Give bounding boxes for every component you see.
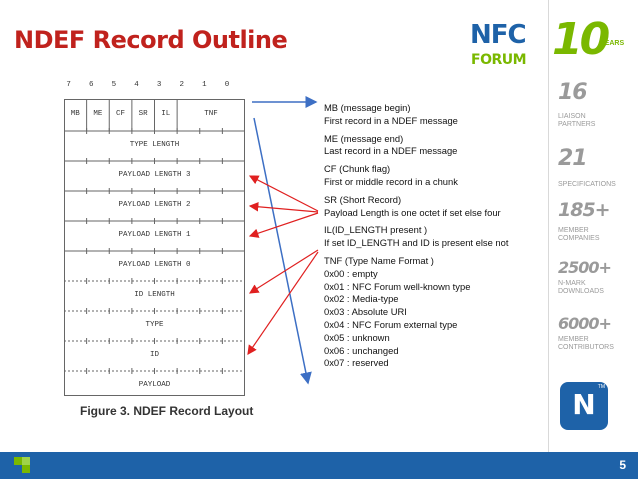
- record-field-label: PAYLOAD: [138, 381, 171, 389]
- note-me-desc: Last record in a NDEF message: [324, 145, 458, 157]
- bit-number: 0: [224, 81, 230, 89]
- note-sr-desc: Payload Length is one octet if set else …: [324, 206, 501, 218]
- record-field-label: TYPE: [145, 321, 164, 329]
- flag-field-label: SR: [138, 110, 148, 118]
- note-il-desc: If set ID_LENGTH and ID is present else …: [324, 237, 509, 249]
- nfc-forum-logo: NFC FORUM: [470, 20, 542, 70]
- flag-field-label: ME: [93, 110, 103, 118]
- stat-label: SPECIFICATIONS: [558, 181, 616, 188]
- note-sr: SR (Short Record) Payload Length is one …: [324, 194, 549, 220]
- stat-label: N-MARK DOWNLOADS: [558, 280, 604, 295]
- arrow-il-id: [247, 251, 319, 355]
- note-il: IL(ID_LENGTH present ) If set ID_LENGTH …: [324, 224, 549, 250]
- slide-title: NDEF Record Outline: [14, 26, 288, 54]
- logo-nfc-text: NFC: [470, 20, 527, 50]
- note-tnf-title: TNF (Type Name Format ): [324, 254, 434, 266]
- n-mark-letter: N: [572, 388, 596, 421]
- arrow-sr-pl3: [248, 175, 319, 212]
- brand-panel: [548, 0, 638, 452]
- logo-forum-text: FORUM: [471, 52, 527, 68]
- footer-square-icon: [22, 457, 30, 465]
- stat-label: LIAISON PARTNERS: [558, 113, 596, 128]
- note-cf-title: CF (Chunk flag): [324, 163, 391, 175]
- flag-field-label: MB: [70, 110, 80, 118]
- flag-field-label: IL: [161, 110, 171, 118]
- arrow-sr-pl1: [248, 212, 319, 238]
- flag-field-label: CF: [116, 110, 126, 118]
- record-field-label: PAYLOAD LENGTH 3: [118, 171, 191, 179]
- stat-label: MEMBER COMPANIES: [558, 227, 600, 242]
- note-sr-title: SR (Short Record): [324, 193, 402, 205]
- record-field-label: TYPE LENGTH: [129, 141, 180, 149]
- note-mb-desc: First record in a NDEF message: [324, 114, 458, 126]
- arrow-sr-pl2: [248, 201, 319, 213]
- note-me: ME (message end) Last record in a NDEF m…: [324, 133, 549, 159]
- bit-number: 3: [156, 81, 162, 89]
- record-field-label: ID LENGTH: [134, 291, 175, 299]
- note-mb-title: MB (message begin): [324, 102, 411, 113]
- tnf-value: 0x00 : empty: [324, 267, 378, 279]
- tnf-value: 0x02 : Media-type: [324, 293, 399, 305]
- figure-caption: Figure 3. NDEF Record Layout: [80, 404, 254, 418]
- note-mb: MB (message begin) First record in a NDE…: [324, 102, 549, 128]
- stat-number: 16: [558, 80, 588, 105]
- field-notes: MB (message begin) First record in a NDE…: [324, 102, 549, 375]
- stat-label: MEMBER CONTRIBUTORS: [558, 336, 614, 351]
- anniversary-number: 10: [552, 14, 610, 65]
- page-number: 5: [619, 458, 626, 472]
- tnf-value: 0x03 : Absolute URI: [324, 306, 407, 318]
- bit-number: 6: [88, 81, 94, 89]
- tnf-value: 0x01 : NFC Forum well-known type: [324, 280, 471, 292]
- arrow-tnf: [253, 117, 312, 385]
- bit-number: 2: [179, 81, 184, 89]
- tnf-value: 0x05 : unknown: [324, 331, 390, 343]
- stat-number: 21: [558, 146, 588, 171]
- note-cf: CF (Chunk flag) First or middle record i…: [324, 163, 549, 189]
- record-field-label: PAYLOAD LENGTH 2: [118, 201, 191, 209]
- n-mark-icon: N TM: [560, 382, 608, 430]
- stat-number: 6000+: [558, 314, 612, 333]
- note-cf-desc: First or middle record in a chunk: [324, 175, 458, 187]
- trademark-label: TM: [597, 384, 605, 390]
- bit-number: 4: [134, 81, 139, 89]
- stat-number: 2500+: [558, 258, 612, 277]
- bit-number: 5: [111, 81, 117, 89]
- record-field-label: PAYLOAD LENGTH 0: [118, 261, 191, 269]
- footer-square-icon: [14, 457, 22, 465]
- flag-field-label: TNF: [204, 110, 218, 118]
- footer-bar: [0, 452, 638, 479]
- tnf-value: 0x06 : unchanged: [324, 344, 399, 356]
- anniversary-label: YEARS: [600, 40, 625, 47]
- note-tnf: TNF (Type Name Format ) 0x00 : empty 0x0…: [324, 255, 549, 370]
- stat-number: 185+: [558, 199, 611, 221]
- footer-square-icon: [22, 465, 30, 473]
- note-il-title: IL(ID_LENGTH present ): [324, 224, 428, 236]
- tnf-value: 0x07 : reserved: [324, 357, 389, 369]
- record-field-label: PAYLOAD LENGTH 1: [118, 231, 191, 239]
- bit-number: 1: [202, 81, 207, 89]
- note-me-title: ME (message end): [324, 132, 404, 144]
- arrow-il-idlen: [248, 249, 319, 294]
- record-field-label: ID: [149, 351, 159, 359]
- tnf-value: 0x04 : NFC Forum external type: [324, 318, 458, 330]
- bit-number: 7: [66, 81, 71, 89]
